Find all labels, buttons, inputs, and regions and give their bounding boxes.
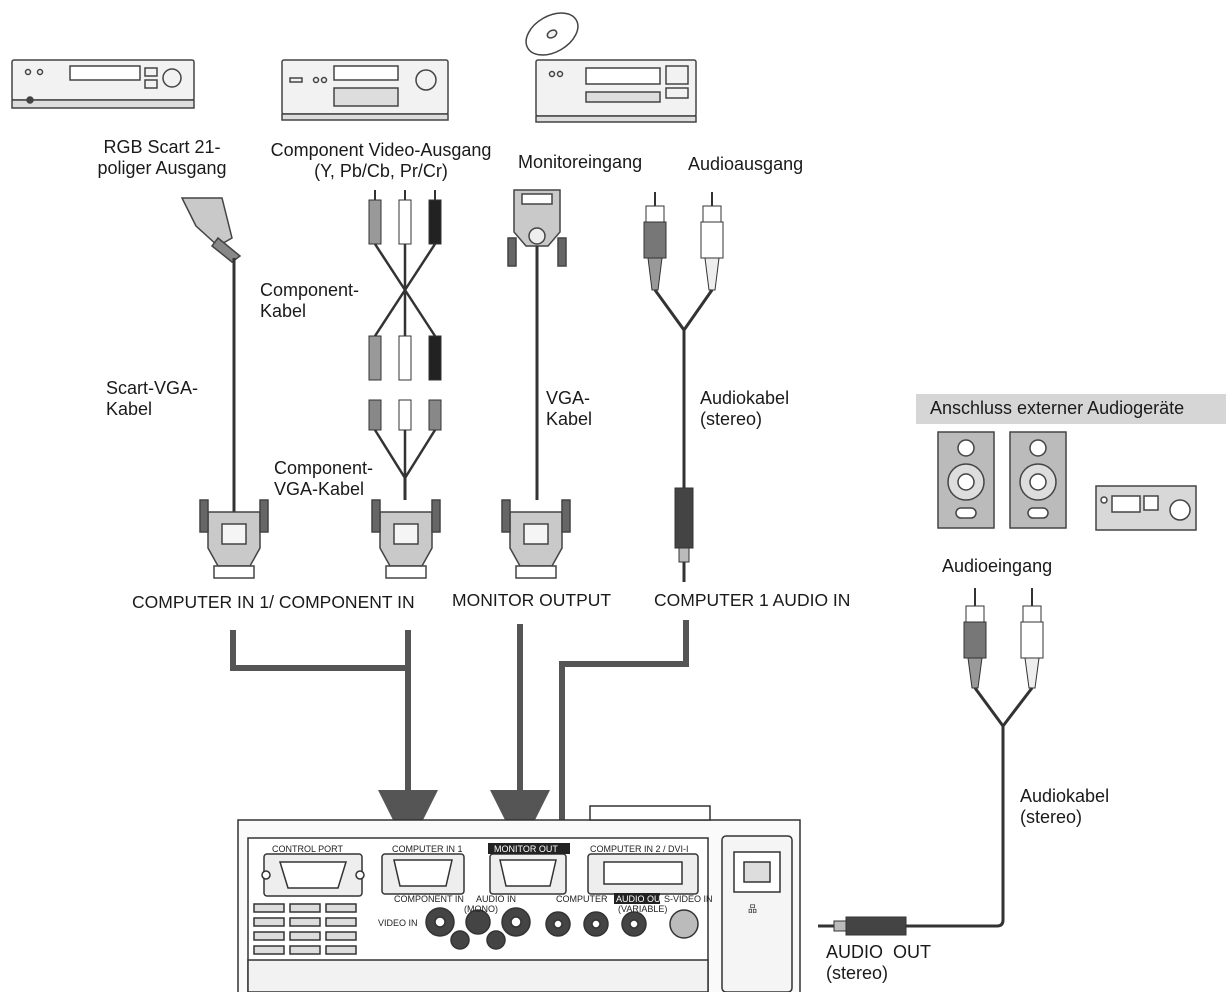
vga-connector-monitor-icon — [501, 499, 571, 579]
vga-connector-component-icon — [371, 499, 441, 579]
label-audio-cable: Audiokabel (stereo) — [700, 388, 790, 429]
panel-computer-in-2: COMPUTER IN 2 / DVI-I — [590, 844, 689, 854]
panel-computer-in-1: COMPUTER IN 1 — [392, 844, 463, 854]
label-scart-out: RGB Scart 21- poliger Ausgang — [97, 137, 227, 178]
label-external-audio-header: Anschluss externer Audiogeräte — [930, 398, 1185, 418]
label-component-cable: Component- Kabel — [260, 280, 360, 321]
label-computer-1-audio-in: COMPUTER 1 AUDIO IN — [654, 590, 851, 610]
component-cable-icon — [368, 190, 442, 500]
amplifier-icon — [1095, 485, 1197, 531]
label-audio-out-stereo: AUDIO OUT (stereo) — [826, 942, 932, 983]
panel-s-video-in: S-VIDEO IN — [664, 894, 713, 904]
label-audio-out: Audioausgang — [688, 154, 804, 174]
speaker-left-icon — [937, 431, 995, 529]
vcr-device-icon — [11, 59, 195, 109]
panel-variable: (VARIABLE) — [618, 904, 667, 914]
dvd-player-icon — [281, 59, 449, 121]
panel-mono: (MONO) — [464, 904, 498, 914]
network-icon: 品 — [748, 904, 757, 914]
cd-player-icon — [525, 12, 697, 123]
audio-rca-plugs-icon — [643, 192, 724, 582]
scart-plug-icon — [180, 197, 242, 500]
external-audio-header-box — [916, 394, 1226, 424]
panel-computer: COMPUTER — [556, 894, 608, 904]
speaker-right-icon — [1009, 431, 1067, 529]
label-component-vga-cable: Component- VGA-Kabel — [274, 458, 374, 499]
label-computer-in-1: COMPUTER IN 1/ COMPONENT IN — [132, 592, 415, 612]
panel-control-port: CONTROL PORT — [272, 844, 344, 854]
label-component-out: Component Video-Ausgang (Y, Pb/Cb, Pr/Cr… — [270, 140, 492, 181]
label-audio-cable-right: Audiokabel (stereo) — [1020, 786, 1110, 827]
external-audio-cable-icon — [818, 588, 1044, 936]
label-scart-vga-cable: Scart-VGA- Kabel — [106, 378, 199, 419]
vga-connector-scart-icon — [199, 499, 269, 579]
panel-video-in: VIDEO IN — [378, 918, 418, 928]
vga-plug-top-icon — [507, 189, 567, 500]
label-monitor-in: Monitoreingang — [518, 152, 643, 172]
panel-audio-out: AUDIO OUT — [616, 894, 667, 904]
label-audio-input: Audioeingang — [942, 556, 1053, 576]
panel-monitor-out: MONITOR OUT — [494, 844, 558, 854]
projector-panel: 品 — [237, 805, 801, 992]
panel-audio-in: AUDIO IN — [476, 894, 516, 904]
panel-component-in: COMPONENT IN — [394, 894, 464, 904]
panel-labels: CONTROL PORT COMPUTER IN 1 COMPONENT IN … — [272, 843, 713, 928]
label-monitor-output: MONITOR OUTPUT — [452, 590, 612, 610]
label-vga-cable: VGA- Kabel — [546, 388, 593, 429]
